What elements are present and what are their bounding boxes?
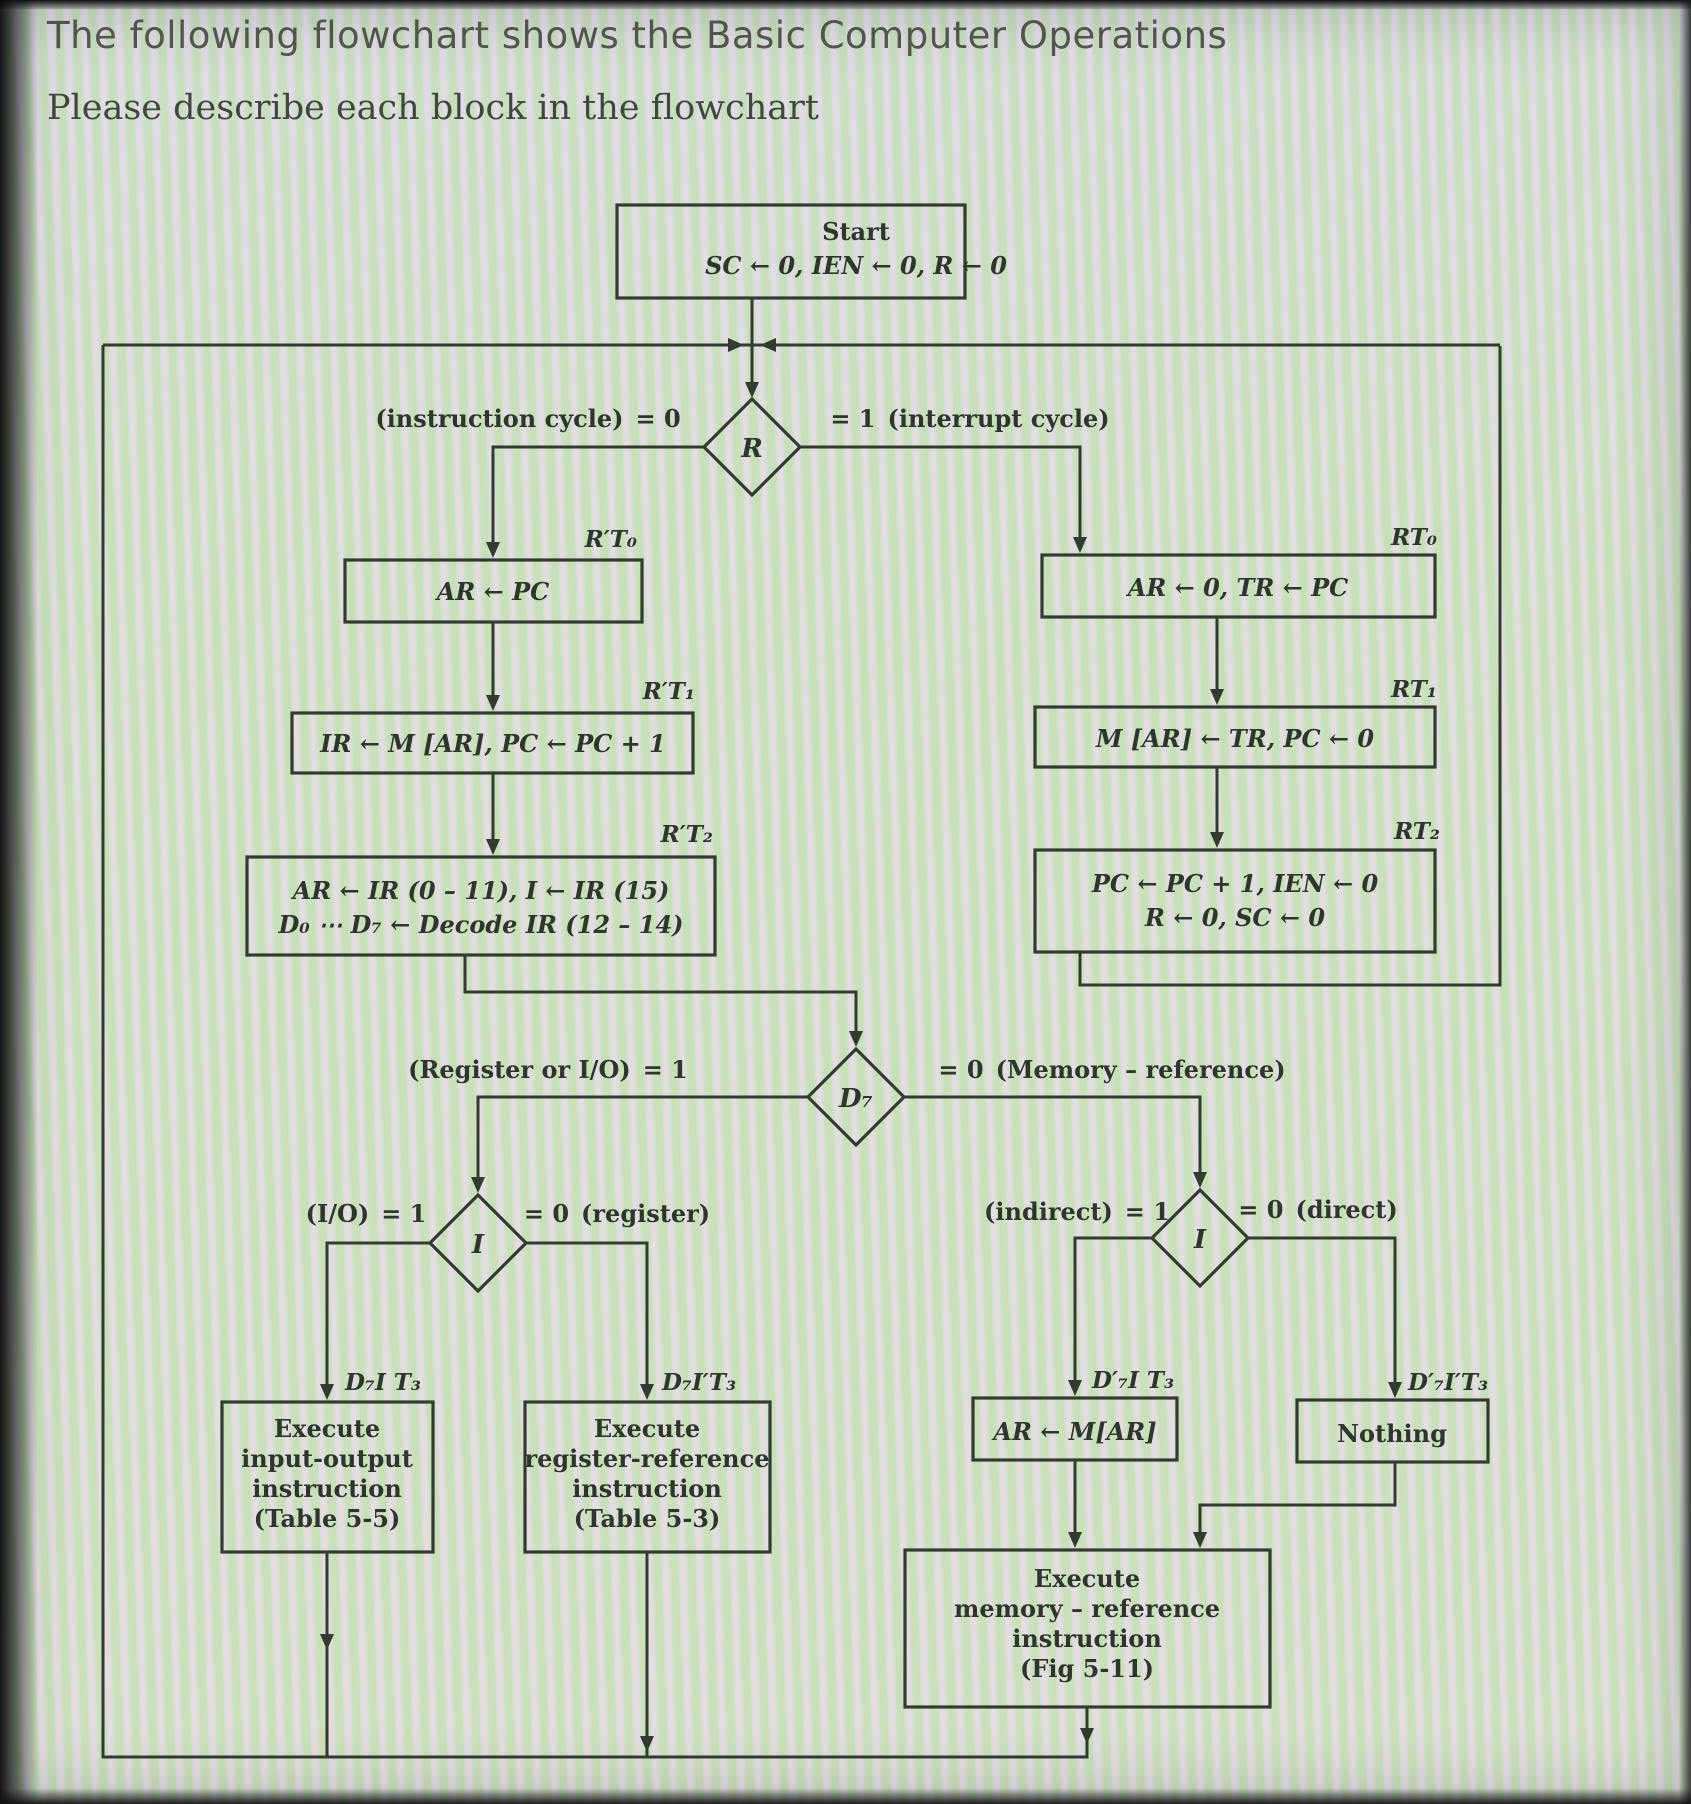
direct-condition: = 0 (direct) (1238, 1195, 1397, 1224)
process-decode: R′T₂ AR ← IR (0 – 11), I ← IR (15) D₀ ⋯ … (245, 821, 717, 957)
ar-pc-action: AR ← PC (435, 577, 550, 606)
process-interrupt-t2: RT₂ PC ← PC + 1, IEN ← 0 R ← 0, SC ← 0 (1033, 818, 1440, 954)
timing-label-rt1: RT₁ (1390, 676, 1437, 703)
execute-io-line2: input-output (241, 1444, 413, 1473)
start-box: Start SC ← 0, IEN ← 0, R ← 0 (615, 203, 1007, 300)
execute-io-line4: (Table 5-5) (254, 1504, 401, 1533)
timing-label-rt0: RT₀ (1390, 524, 1437, 551)
interrupt-t2-action-line2: R ← 0, SC ← 0 (1144, 903, 1325, 932)
process-interrupt-t1: RT₁ M [AR] ← TR, PC ← 0 (1033, 676, 1437, 769)
timing-label-rt2: RT₂ (1393, 818, 1440, 845)
process-execute-register: D₇I′T₃ Execute register-reference instru… (523, 1369, 772, 1554)
flow-arrows (320, 338, 1402, 1752)
io-condition: (I/O) = 1 (306, 1199, 427, 1228)
timing-label-rpt0: R′T₀ (584, 526, 637, 553)
question-subtitle: Please describe each block in the flowch… (47, 88, 819, 128)
start-action: SC ← 0, IEN ← 0, R ← 0 (705, 251, 1007, 280)
execute-io-line1: Execute (274, 1414, 380, 1443)
execute-register-line1: Execute (594, 1414, 700, 1443)
execute-register-line4: (Table 5-3) (574, 1504, 721, 1533)
indirect-fetch-action: AR ← M[AR] (991, 1417, 1156, 1446)
decision-i-left-label: I (471, 1230, 485, 1260)
execute-register-line3: instruction (572, 1474, 722, 1503)
instruction-cycle-condition: (instruction cycle) = 0 (375, 404, 680, 433)
execute-memory-line3: instruction (1012, 1624, 1162, 1653)
interrupt-cycle-condition: = 1 (interrupt cycle) (830, 404, 1109, 433)
timing-label-d7ipt3: D₇I′T₃ (661, 1369, 736, 1396)
process-nothing: D′₇I′T₃ Nothing (1295, 1369, 1490, 1464)
interrupt-t1-action: M [AR] ← TR, PC ← 0 (1095, 724, 1375, 753)
process-interrupt-t0: RT₀ AR ← 0, TR ← PC (1040, 524, 1437, 619)
decision-d7-label: D₇ (838, 1084, 873, 1114)
timing-label-rpt2: R′T₂ (660, 821, 713, 848)
decision-i-left: I (I/O) = 1 = 0 (register) (306, 1192, 710, 1294)
timing-label-dp7it3: D′₇I T₃ (1091, 1367, 1174, 1394)
timing-label-d7it3: D₇I T₃ (344, 1369, 421, 1396)
photo-edge-right (1679, 0, 1691, 1804)
execute-register-line2: register-reference (524, 1444, 769, 1473)
decision-i-right-label: I (1193, 1225, 1207, 1255)
execute-memory-line2: memory – reference (954, 1594, 1220, 1623)
execute-io-line3: instruction (252, 1474, 402, 1503)
process-ar-pc: R′T₀ AR ← PC (343, 526, 644, 624)
fetch-action: IR ← M [AR], PC ← PC + 1 (319, 729, 666, 758)
start-label: Start (822, 217, 890, 246)
decision-d7: D₇ (Register or I/O) = 1 = 0 (Memory – r… (408, 1046, 1286, 1148)
timing-label-dp7ipt3: D′₇I′T₃ (1407, 1369, 1488, 1396)
decode-action-line2: D₀ ⋯ D₇ ← Decode IR (12 – 14) (277, 910, 683, 939)
flow-connectors (101, 298, 1502, 1759)
decision-i-right: I (indirect) = 1 = 0 (direct) (984, 1187, 1398, 1289)
indirect-condition: (indirect) = 1 (984, 1197, 1170, 1226)
execute-memory-line4: (Fig 5-11) (1020, 1654, 1154, 1683)
interrupt-t2-action-line1: PC ← PC + 1, IEN ← 0 (1091, 869, 1379, 898)
process-indirect-fetch: D′₇I T₃ AR ← M[AR] (971, 1367, 1179, 1462)
photo-edge-bottom (0, 1788, 1691, 1804)
process-execute-memory: Execute memory – reference instruction (… (903, 1548, 1272, 1709)
timing-label-rpt1: R′T₁ (642, 678, 695, 705)
photo-edge-left (0, 0, 38, 1804)
memory-reference-condition: = 0 (Memory – reference) (938, 1055, 1285, 1084)
register-condition: = 0 (register) (524, 1199, 710, 1228)
photo-edge-top (0, 0, 1691, 9)
nothing-action: Nothing (1337, 1419, 1447, 1448)
register-io-condition: (Register or I/O) = 1 (408, 1055, 688, 1084)
decision-r-label: R (740, 434, 763, 464)
decode-action-line1: AR ← IR (0 – 11), I ← IR (15) (291, 876, 670, 905)
execute-memory-line1: Execute (1034, 1564, 1140, 1593)
process-fetch: R′T₁ IR ← M [AR], PC ← PC + 1 (290, 678, 695, 775)
interrupt-t0-action: AR ← 0, TR ← PC (1126, 573, 1349, 602)
decision-r: R (instruction cycle) = 0 = 1 (interrupt… (375, 396, 1110, 498)
question-title: The following flowchart shows the Basic … (47, 14, 1228, 57)
process-execute-io: D₇I T₃ Execute input-output instruction … (220, 1369, 435, 1554)
